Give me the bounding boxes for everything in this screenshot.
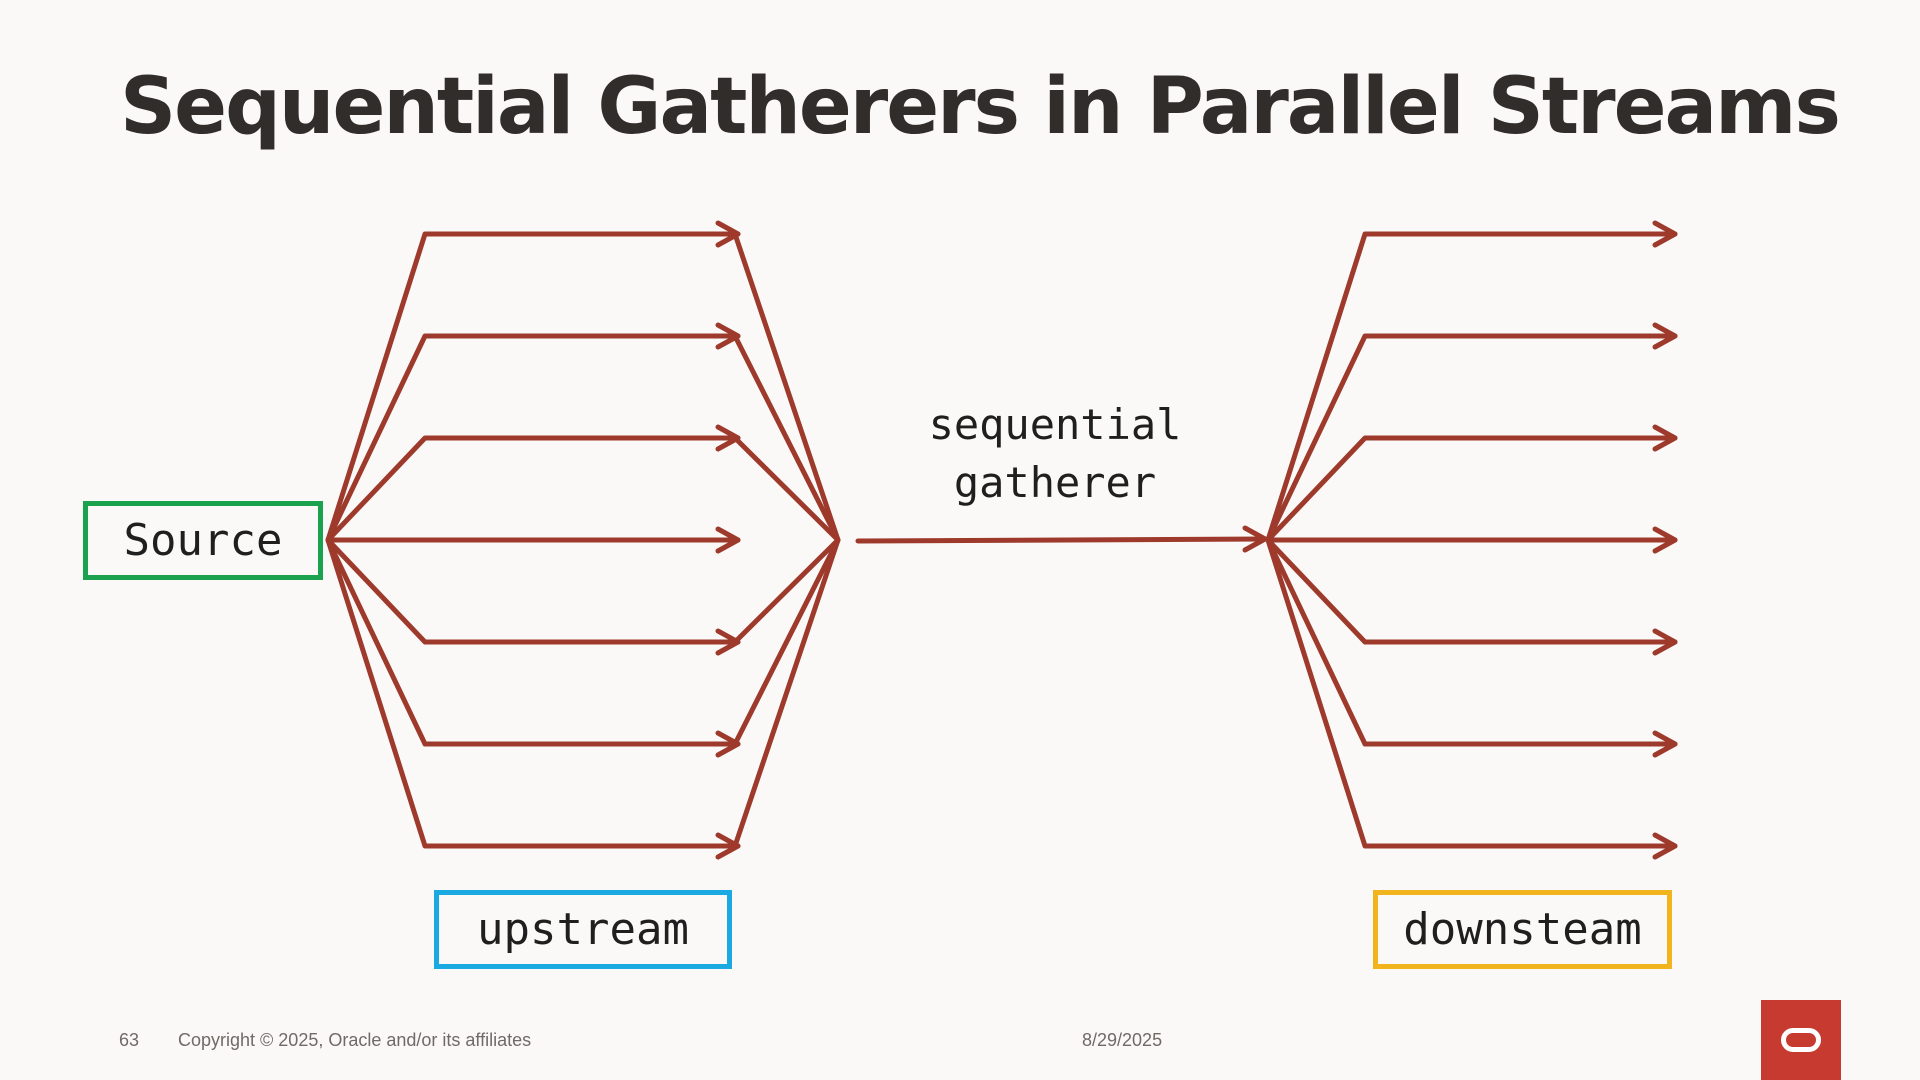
upstream-label: upstream [477,904,689,955]
downstream-arrowhead-2 [1652,322,1678,350]
downstream-lane-7 [1265,537,1678,849]
downstream-arrowhead-7 [1652,832,1678,860]
upstream-lane-7 [325,537,741,849]
upstream-arrowhead-1 [715,220,741,248]
upstream-lane-5 [325,537,741,645]
page-title: Sequential Gatherers in Parallel Streams [120,62,1841,152]
gatherer-arrow [855,536,1268,544]
downstream-label: downsteam [1403,904,1642,955]
downstream-arrowhead-3 [1652,424,1678,452]
gatherer-label-line2: gatherer [953,458,1157,507]
upstream-merge-5 [732,537,841,645]
downstream-arrowhead-1 [1652,220,1678,248]
source-box: Source [83,501,323,580]
upstream-arrowhead-4 [715,526,741,554]
downstream-lane-1 [1265,231,1678,543]
slide-date: 8/29/2025 [1082,1030,1163,1050]
upstream-lane-2 [325,333,741,543]
sequential-gatherer-label: sequential gatherer [905,396,1205,512]
gatherer-label-line1: sequential [928,400,1182,449]
upstream-lane-6 [325,537,741,747]
upstream-lane-3 [325,435,741,543]
source-label: Source [123,515,283,566]
downstream-arrowhead-6 [1652,730,1678,758]
gatherer-arrowhead [1242,525,1268,553]
upstream-arrowhead-6 [715,730,741,758]
downstream-lane-5 [1265,537,1678,645]
upstream-merge-7 [732,537,841,849]
arrow-group [325,220,1678,860]
upstream-arrowhead-2 [715,322,741,350]
upstream-merge-1 [732,231,841,543]
upstream-merge-3 [732,435,841,543]
downstream-lane-2 [1265,333,1678,543]
upstream-arrowhead-7 [715,832,741,860]
oracle-logo-ring [1781,1028,1821,1052]
downstream-arrowhead-5 [1652,628,1678,656]
downstream-box: downsteam [1373,890,1672,969]
page-number: 63 [119,1030,140,1050]
downstream-lane-6 [1265,537,1678,747]
upstream-lane-1 [325,231,741,543]
downstream-arrowhead-4 [1652,526,1678,554]
downstream-lane-3 [1265,435,1678,543]
upstream-box: upstream [434,890,732,969]
copyright-text: Copyright © 2025, Oracle and/or its affi… [178,1030,532,1050]
upstream-merge-6 [732,537,841,747]
upstream-merge-2 [732,333,841,543]
oracle-logo-icon [1761,1000,1841,1080]
